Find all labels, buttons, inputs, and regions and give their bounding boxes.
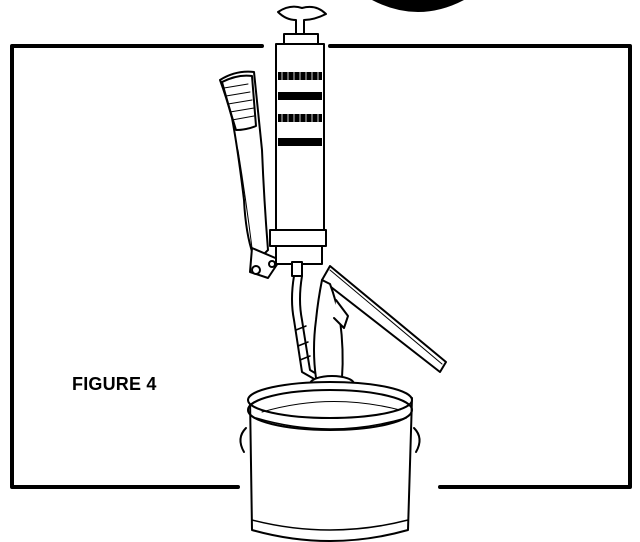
figure-caption: FIGURE 4 [72,374,157,394]
barrel-band-ribs [281,71,319,123]
coupler-hose [291,261,321,381]
top-dark-shape [372,0,464,12]
pail [239,381,421,542]
bucket-pump [309,265,447,393]
figure-frame [10,44,632,489]
lever-handle [219,70,281,279]
grease-gun-barrel [269,5,327,265]
